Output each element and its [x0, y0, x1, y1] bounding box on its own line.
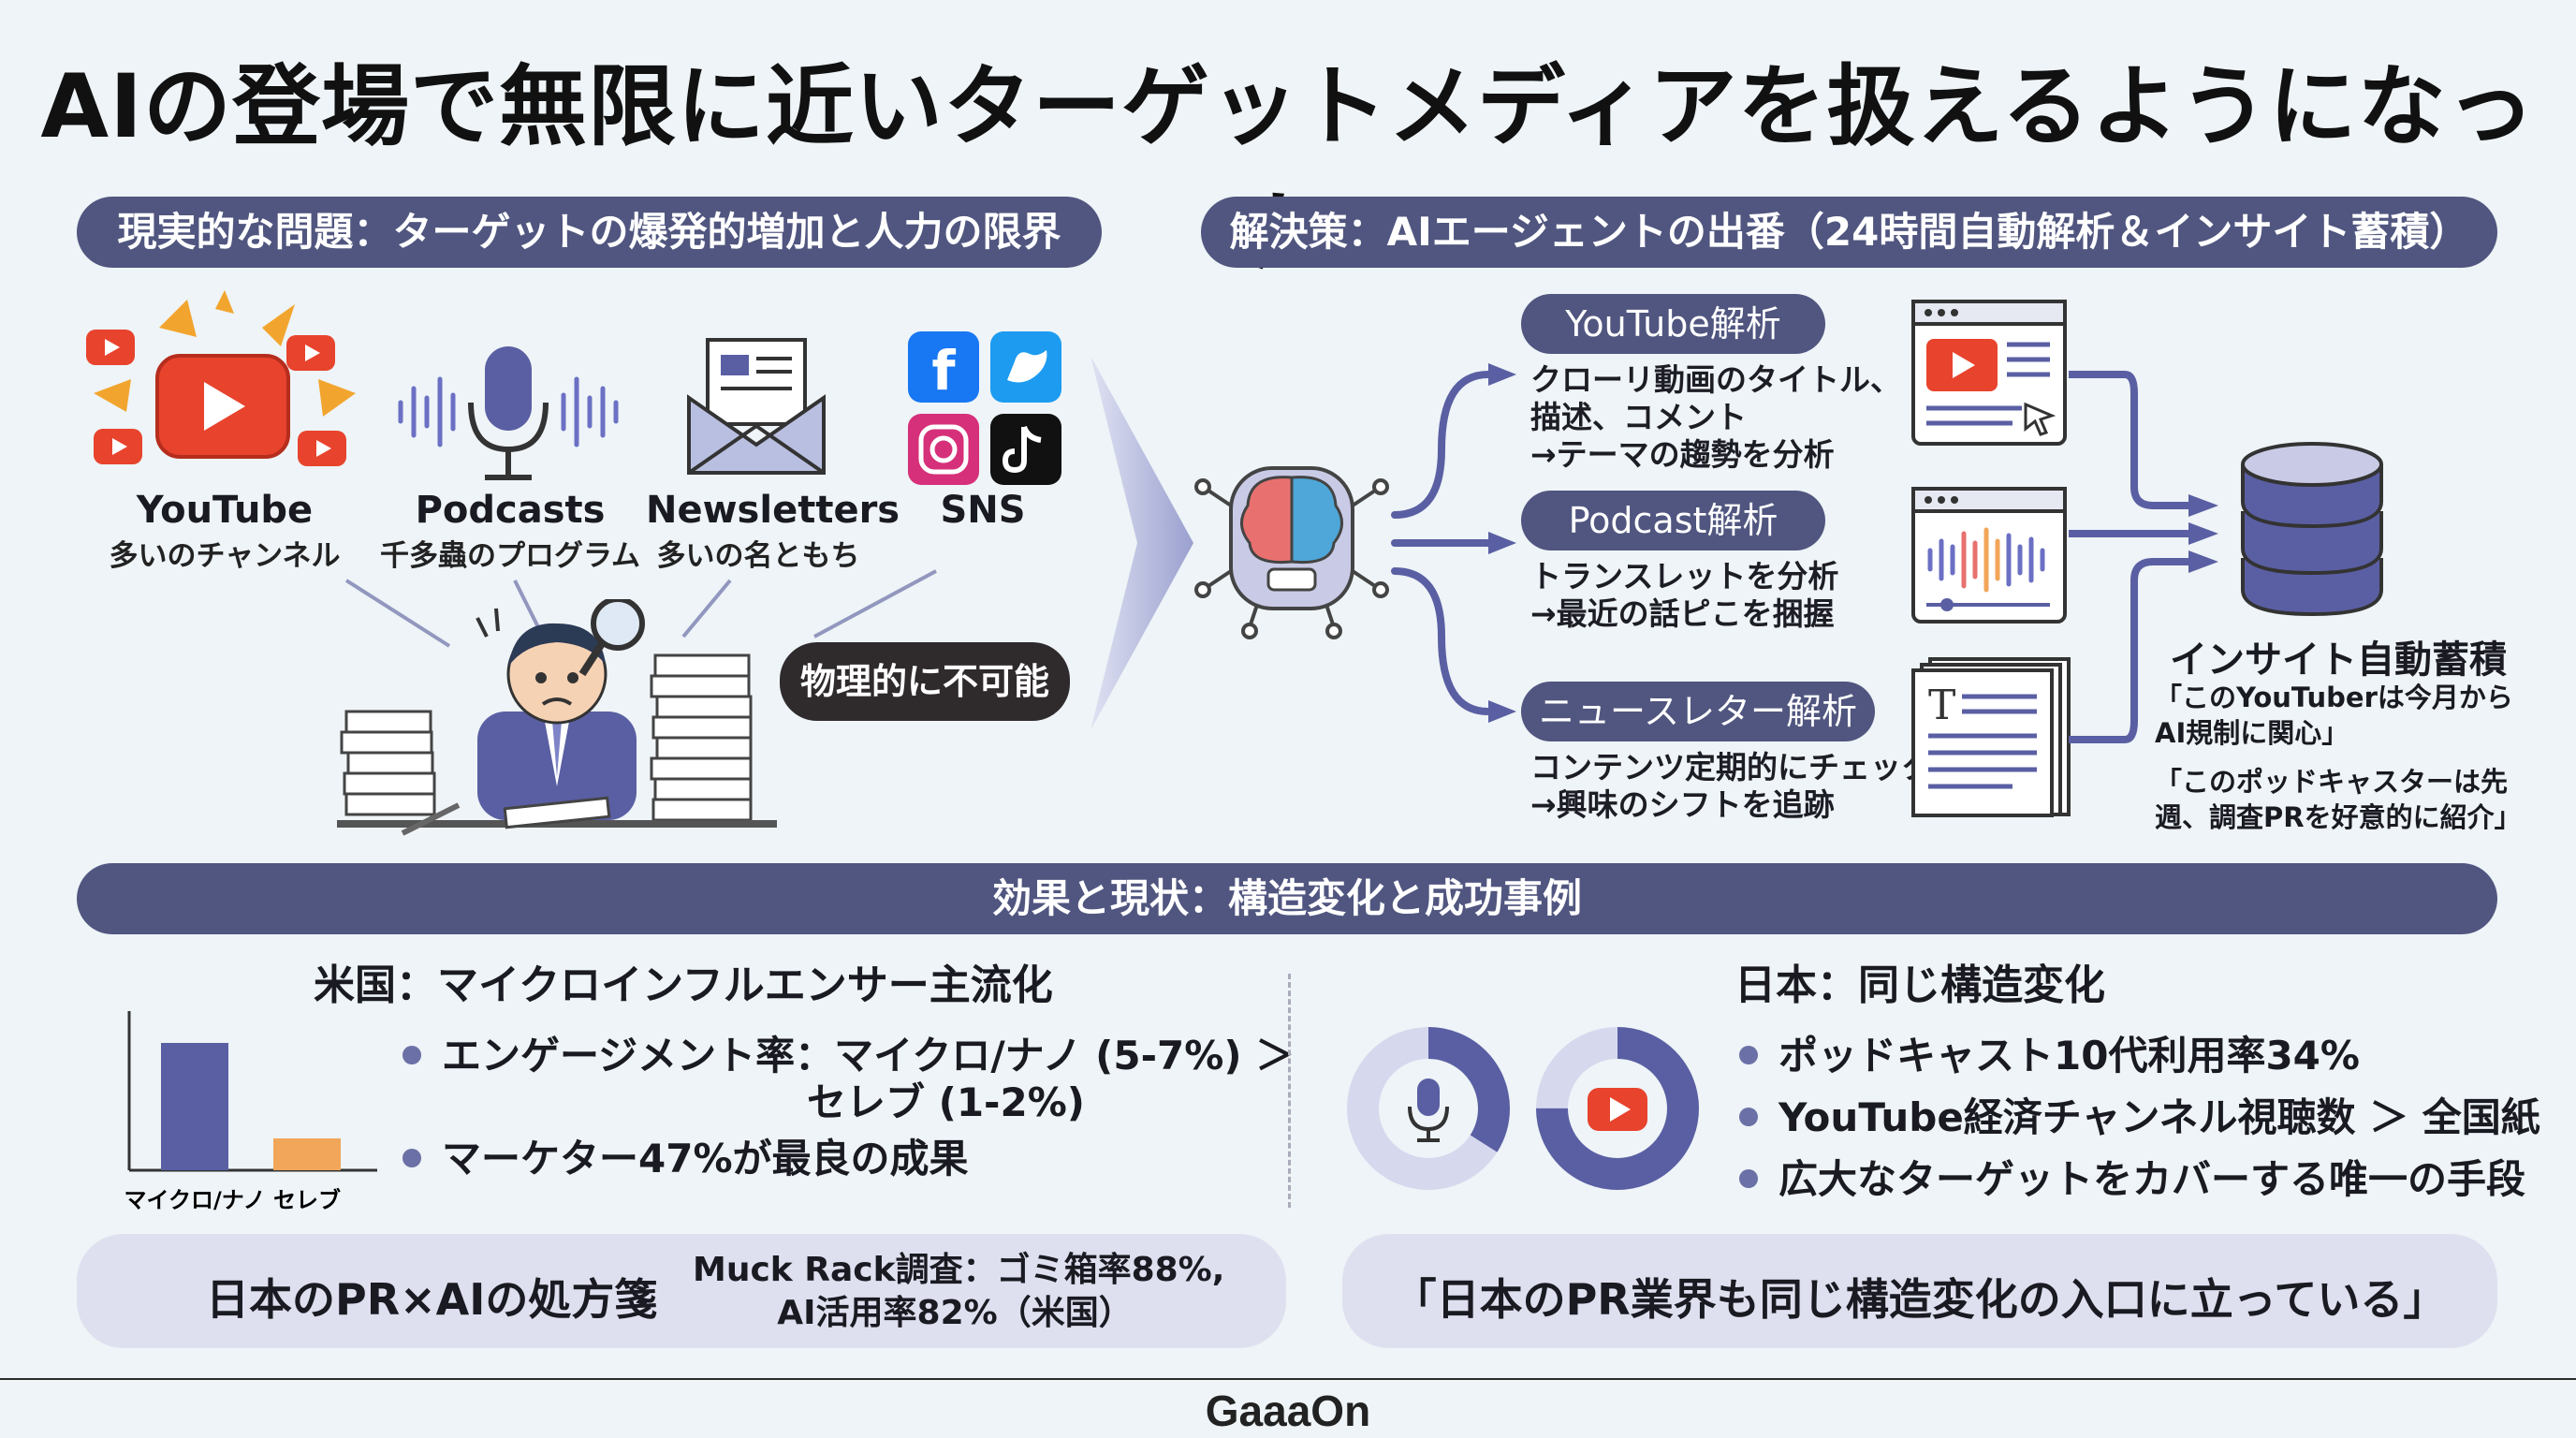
- sns-label: SNS: [940, 489, 1026, 532]
- newsletter-analysis-desc: コンテンツ定期的にチェック →興味のシフトを追跡: [1530, 749, 1932, 824]
- bullet-text: エンゲージメント率：マイクロ/ナノ (5-7%) ＞: [442, 1033, 1295, 1078]
- insight-quote-line: 「このポッドキャスターは先: [2155, 766, 2509, 798]
- desc-line: クローリ動画のタイトル、: [1530, 361, 1901, 398]
- youtube-analysis-title: YouTube解析: [1521, 294, 1825, 354]
- brand-logo: GaaaOn: [1205, 1387, 1371, 1435]
- engagement-bar-chart: マイクロ/ナノ セレブ: [124, 1011, 377, 1213]
- newsletter-analysis-title: ニュースレター解析: [1521, 682, 1875, 741]
- bar-celeb: [273, 1138, 341, 1170]
- sns-icons-grid: f: [908, 331, 1061, 485]
- youtube-sublabel: 多いのチャンネル: [109, 539, 341, 573]
- ai-brain-icon: [1194, 466, 1389, 639]
- bullet-dot: [1739, 1168, 1758, 1188]
- speech-bubble: 物理的に不可能: [780, 642, 1070, 721]
- bullet-dot: [1739, 1107, 1758, 1126]
- insight-quotes: 「このYouTuberは今月から AI規制に関心」 「このポッドキャスターは先 …: [2155, 680, 2522, 835]
- jp-bullet-2: YouTube経済チャンネル視聴数 ＞ 全国紙: [1739, 1086, 2540, 1143]
- overwhelmed-worker-illustration: [337, 599, 777, 836]
- podcast-analysis-desc: トランスレットを分析 →最近の話ピこを捆握: [1530, 558, 1838, 633]
- youtube-donut-chart: [1536, 1027, 1699, 1190]
- bullet-dot: [1739, 1045, 1758, 1064]
- desc-line: トランスレットを分析: [1530, 558, 1839, 594]
- insight-quote-line: 週、調査PRを好意的に紹介」: [2155, 801, 2522, 833]
- industry-quote: 「日本のPR業界も同じ構造変化の入口に立っている」: [1393, 1274, 2447, 1325]
- podcast-analysis-title: Podcast解析: [1521, 491, 1825, 550]
- podcasts-sublabel: 千多蟲のプログラム: [379, 539, 641, 573]
- newsletters-sublabel: 多いの名ともち: [656, 539, 860, 573]
- desc-line: →興味のシフトを追跡: [1530, 786, 1835, 823]
- database-icon: [2241, 442, 2383, 617]
- desc-line: →最近の話ピこを捆握: [1530, 595, 1835, 632]
- flow-chevron-arrow: [1090, 356, 1193, 730]
- us-bullet-1-cont: セレブ (1-2%): [807, 1079, 1085, 1125]
- insight-quote-line: AI規制に関心」: [2155, 717, 2349, 749]
- bar-label-celeb: セレブ: [273, 1187, 341, 1213]
- youtube-analysis-desc: クローリ動画のタイトル、 描述、コメント →テーマの趨勢を分析: [1530, 361, 1901, 474]
- solution-header: 解決策：AIエージェントの出番（24時間自動解析＆インサイト蓄積）: [1201, 197, 2497, 268]
- mic-icon: [1408, 1078, 1449, 1142]
- problem-header: 現実的な問題：ターゲットの爆発的増加と人力の限界: [77, 197, 1102, 268]
- footer-divider: [0, 1378, 2576, 1380]
- us-title: 米国：マイクロインフルエンサー主流化: [314, 961, 1053, 1009]
- svg-text:T: T: [1928, 682, 1955, 729]
- database-connectors: [2069, 371, 2218, 743]
- prescription-label: 日本のPR×AIの処方箋: [206, 1274, 658, 1325]
- prescription-box: [77, 1234, 1286, 1348]
- bar-micro-nano: [161, 1043, 228, 1170]
- note-line: AI活用率82%（米国）: [777, 1294, 1133, 1332]
- bullet-text: 広大なターゲットをカバーする唯一の手段: [1778, 1156, 2526, 1202]
- insight-title: インサイト自動蓄積: [2170, 638, 2507, 682]
- jp-bullet-1: ポッドキャスト10代利用率34%: [1739, 1024, 2360, 1081]
- jp-bullet-3: 広大なターゲットをカバーする唯一の手段: [1739, 1148, 2525, 1205]
- us-bullet-2: マーケター47%が最良の成果: [402, 1127, 969, 1184]
- bullet-text: YouTube経済チャンネル視聴数 ＞ 全国紙: [1778, 1094, 2540, 1140]
- branch-arrows: [1391, 363, 1516, 723]
- bullet-dot: [402, 1148, 421, 1167]
- effects-header: 効果と現状：構造変化と成功事例: [77, 863, 2497, 934]
- bullet-text: マーケター47%が最良の成果: [442, 1136, 969, 1181]
- podcasts-label: Podcasts: [415, 489, 606, 532]
- donut-value-arc: [1536, 1027, 1699, 1190]
- desc-line: 描述、コメント: [1530, 399, 1747, 435]
- newsletters-label: Newsletters: [646, 489, 900, 532]
- insight-quote-line: 「このYouTuberは今月から: [2155, 682, 2513, 713]
- audio-window-icon: [1911, 487, 2067, 624]
- section-divider: [1288, 974, 1291, 1208]
- newsletter-envelope-icon: [687, 338, 826, 475]
- podcast-mic-icon: [398, 346, 619, 480]
- video-window-icon: [1911, 300, 2067, 446]
- quote-box: [1342, 1234, 2497, 1348]
- desc-line: →テーマの趨勢を分析: [1530, 436, 1835, 473]
- desc-line: コンテンツ定期的にチェック: [1530, 749, 1932, 785]
- youtube-icon: [1588, 1088, 1647, 1131]
- bar-label-micro-nano: マイクロ/ナノ: [124, 1187, 265, 1213]
- prescription-note: Muck Rack調査：ゴミ箱率88%, AI活用率82%（米国）: [693, 1249, 1225, 1335]
- bullet-text: ポッドキャスト10代利用率34%: [1778, 1033, 2360, 1078]
- svg-text:f: f: [931, 339, 956, 403]
- youtube-cluster-icon: [86, 290, 356, 466]
- donut-value-arc: [1347, 1027, 1510, 1190]
- podcast-donut-chart: [1347, 1027, 1510, 1190]
- note-line: Muck Rack調査：ゴミ箱率88%,: [693, 1251, 1225, 1289]
- jp-title: 日本：同じ構造変化: [1734, 961, 2105, 1009]
- us-bullet-1: エンゲージメント率：マイクロ/ナノ (5-7%) ＞: [402, 1024, 1295, 1081]
- youtube-label: YouTube: [136, 489, 314, 532]
- bullet-dot: [402, 1045, 421, 1064]
- document-stack-icon: T: [1911, 657, 2071, 817]
